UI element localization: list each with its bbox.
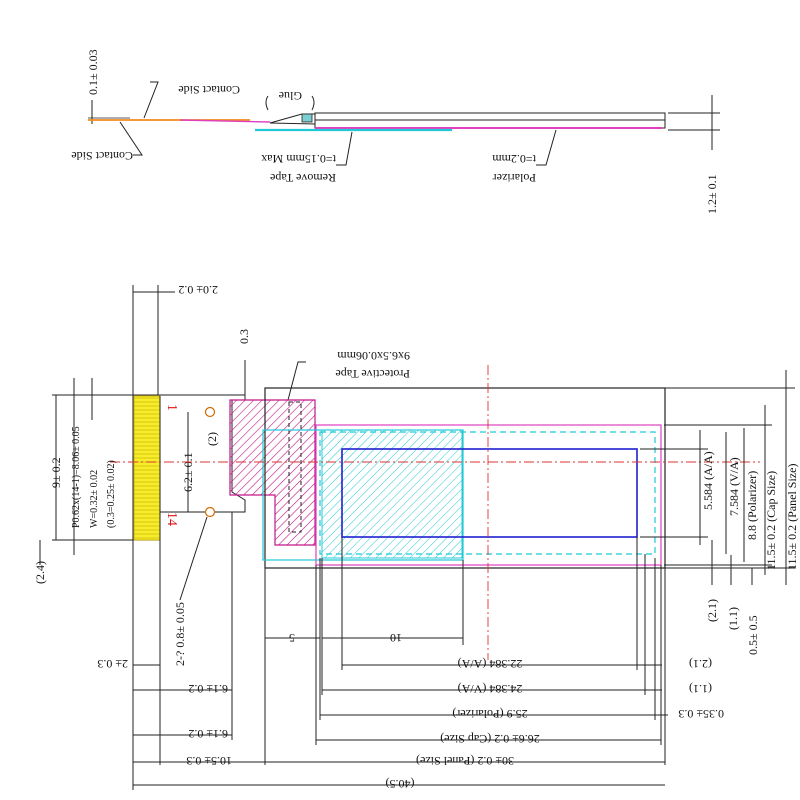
protective-tape-size-label: 9x6.5x0.06mm (337, 349, 410, 363)
total-w-label: (40.5) (386, 777, 415, 791)
dim-105-label: 10.5± 0.3 (186, 754, 232, 768)
contact-side-top-label: Contact Side (178, 83, 240, 97)
dim-61b-label: 6.1± 0.2 (188, 727, 228, 741)
panel-h-label: 11.5± 0.2 (Panel Size) (785, 464, 799, 570)
remove-tape-leader (336, 131, 353, 166)
glue-label: Glue (279, 89, 302, 103)
hole-label: 2-? 0.8± 0.05 (173, 602, 187, 666)
polarizer-t-label: t=0.2mm (492, 152, 536, 166)
hole-leader (179, 516, 208, 601)
front-view: 2.0± 0.2 0.3 Protective Tape 9x6.5x0.06m… (33, 283, 799, 791)
protective-tape-region (229, 399, 316, 546)
dim-5-label: 5 (289, 631, 295, 645)
dim-11h-label: (1.1) (689, 682, 712, 696)
glue-bracket-right (311, 95, 315, 111)
remove-tape-label: Remove Tape (270, 171, 336, 185)
cap-h-label: 11.5± 0.2 (Cap Size) (764, 471, 778, 570)
fpc-width-label: 2.0± 0.2 (178, 283, 218, 297)
side-thickness-tol-label: 0.1± 0.03 (86, 49, 100, 95)
dim-10-label: 10 (390, 631, 402, 645)
remove-tape-t-label: t=0.15mm Max (261, 152, 336, 166)
aa-h-label: 5.584 (A/A) (701, 451, 715, 510)
polarizer-leader (536, 129, 557, 166)
pad-9-label: 9± 0.2 (49, 457, 63, 488)
pin-14-label: 14 (164, 512, 179, 526)
dim-03-label: 0.3 (237, 329, 251, 344)
dim-21v-label: (2.1) (705, 599, 719, 622)
glue-bracket-left (265, 95, 269, 111)
fpc-bond-dashed (288, 401, 302, 533)
dim-11v-label: (1.1) (726, 607, 740, 630)
contact-side-bottom-label: Contact Side (71, 149, 133, 163)
pitch-62-label: 6.2± 0.1 (181, 452, 195, 492)
va-dashed-outline (319, 431, 656, 555)
contact-side-bottom-leader (119, 121, 143, 156)
pol-h-label: 8.8 (Polarizer) (745, 471, 759, 540)
dim-2-03-label: 2± 0.3 (97, 657, 128, 671)
pad-pitch-label: P0.62x(14-1)=8.06± 0.05 (71, 426, 82, 528)
pad-tiny-label: (0.3=0.25± 0.02) (106, 460, 117, 528)
total-thickness-label: 1.2± 0.1 (705, 174, 719, 214)
protective-tape-label: Protective Tape (335, 367, 410, 381)
contact-side-top-leader (143, 81, 159, 119)
va-w-label: 24.384 (V/A) (458, 682, 523, 696)
pad-w-label: W=0.32± 0.02 (89, 470, 100, 528)
dim-24-label: (2.4) (33, 561, 47, 584)
pin-1-label: 1 (164, 404, 179, 411)
dim-21h-label: (2.1) (689, 657, 712, 671)
cap-w-label: 26.6± 0.2 (Cap Size) (440, 732, 540, 746)
va-h-label: 7.584 (V/A) (727, 457, 741, 516)
dim-61a-label: 6.1± 0.2 (188, 682, 228, 696)
aa-w-label: 22.384 (A/A) (458, 657, 523, 671)
side-view: 0.1± 0.03 Contact Side Contact Side Glue… (71, 49, 720, 214)
fpc-pin-pads (133, 395, 161, 541)
pol-w-label: 25.9 (Polarizer) (452, 707, 527, 721)
cap-size-outline (315, 424, 662, 566)
dim-2-label: (2) (205, 432, 219, 446)
polarizer-label: Polarizer (493, 171, 536, 185)
active-area-outline (341, 448, 638, 538)
fpc-cable-magenta (179, 119, 271, 123)
dim-035-label: 0.35± 0.3 (678, 707, 724, 721)
panel-w-label: 30± 0.2 (Panel Size) (416, 754, 514, 768)
alignment-hole-top (204, 406, 216, 418)
glue-bead (301, 113, 313, 123)
dim-05-label: 0.5± 0.5 (746, 615, 760, 655)
panel-outline (264, 387, 666, 569)
protective-tape-leader (287, 361, 306, 401)
alignment-hole-bottom (204, 506, 216, 518)
